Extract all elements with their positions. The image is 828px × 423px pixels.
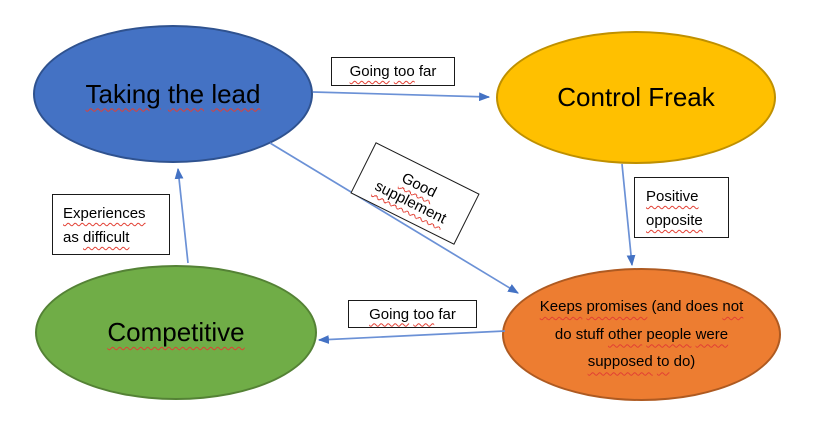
text-run: to bbox=[656, 353, 670, 371]
edge-label-positive-opposite[interactable]: Positive opposite bbox=[634, 177, 729, 238]
text-run: Keeps bbox=[539, 297, 583, 315]
node-keeps-promises[interactable]: Keeps promises (and does not do stuff oth… bbox=[502, 268, 781, 401]
node-control-freak[interactable]: Control Freak bbox=[496, 31, 776, 164]
text-run: promises bbox=[586, 297, 648, 315]
node-taking-the-lead[interactable]: Taking the lead bbox=[33, 25, 313, 163]
edge-label-experiences-as-difficult[interactable]: Experiences as difficult bbox=[52, 194, 170, 255]
text-run: far bbox=[414, 63, 437, 80]
text-run: too bbox=[393, 63, 415, 80]
arrow-keeps-promises-to-competitive[interactable] bbox=[317, 330, 506, 344]
text-run: Experiences bbox=[63, 205, 146, 222]
text-run: supposed bbox=[587, 353, 653, 371]
edge-label-going-too-far-top[interactable]: Going too far bbox=[331, 57, 455, 86]
text-run: Taking bbox=[85, 78, 161, 109]
text-run: the bbox=[167, 78, 205, 109]
text-run: were bbox=[695, 325, 729, 343]
text-run: difficult bbox=[83, 229, 130, 246]
text-run: far bbox=[434, 305, 456, 323]
text-run: do) bbox=[669, 353, 696, 371]
text-run: Positive bbox=[646, 188, 699, 205]
text-run: opposite bbox=[646, 212, 703, 229]
text-run: Competitive bbox=[107, 317, 245, 347]
edge-label-going-too-far-top-text: Going too far bbox=[350, 63, 437, 80]
arrow-taking-lead-to-control-freak[interactable] bbox=[312, 91, 491, 102]
text-run: Control Freak bbox=[557, 82, 715, 112]
edge-label-positive-opposite-text: Positive opposite bbox=[646, 188, 703, 229]
text-run: people bbox=[646, 325, 692, 343]
text-run: not bbox=[722, 297, 744, 315]
arrow-control-freak-to-keeps-promises[interactable] bbox=[621, 163, 636, 267]
node-control-freak-label: Control Freak bbox=[557, 82, 715, 113]
text-run: as bbox=[63, 229, 84, 246]
text-run: lead bbox=[211, 78, 261, 109]
node-taking-the-lead-label: Taking the lead bbox=[86, 79, 261, 110]
edge-label-going-too-far-bottom[interactable]: Going too far bbox=[348, 300, 477, 328]
node-competitive-label: Competitive bbox=[107, 317, 244, 348]
text-run: Going bbox=[369, 305, 410, 323]
text-run bbox=[161, 79, 168, 109]
node-competitive[interactable]: Competitive bbox=[35, 265, 317, 400]
text-run: other bbox=[607, 325, 643, 343]
text-run: (and does bbox=[647, 297, 723, 315]
text-run: too bbox=[413, 305, 435, 323]
arrow-competitive-to-taking-lead[interactable] bbox=[174, 167, 189, 264]
edge-label-experiences-as-difficult-text: Experiences as difficult bbox=[63, 205, 146, 246]
node-keeps-promises-label: Keeps promises (and does not do stuff oth… bbox=[516, 293, 768, 376]
text-run: do stuff bbox=[554, 325, 608, 343]
edge-label-going-too-far-bottom-text: Going too far bbox=[369, 306, 456, 323]
text-run: Going bbox=[349, 63, 390, 80]
